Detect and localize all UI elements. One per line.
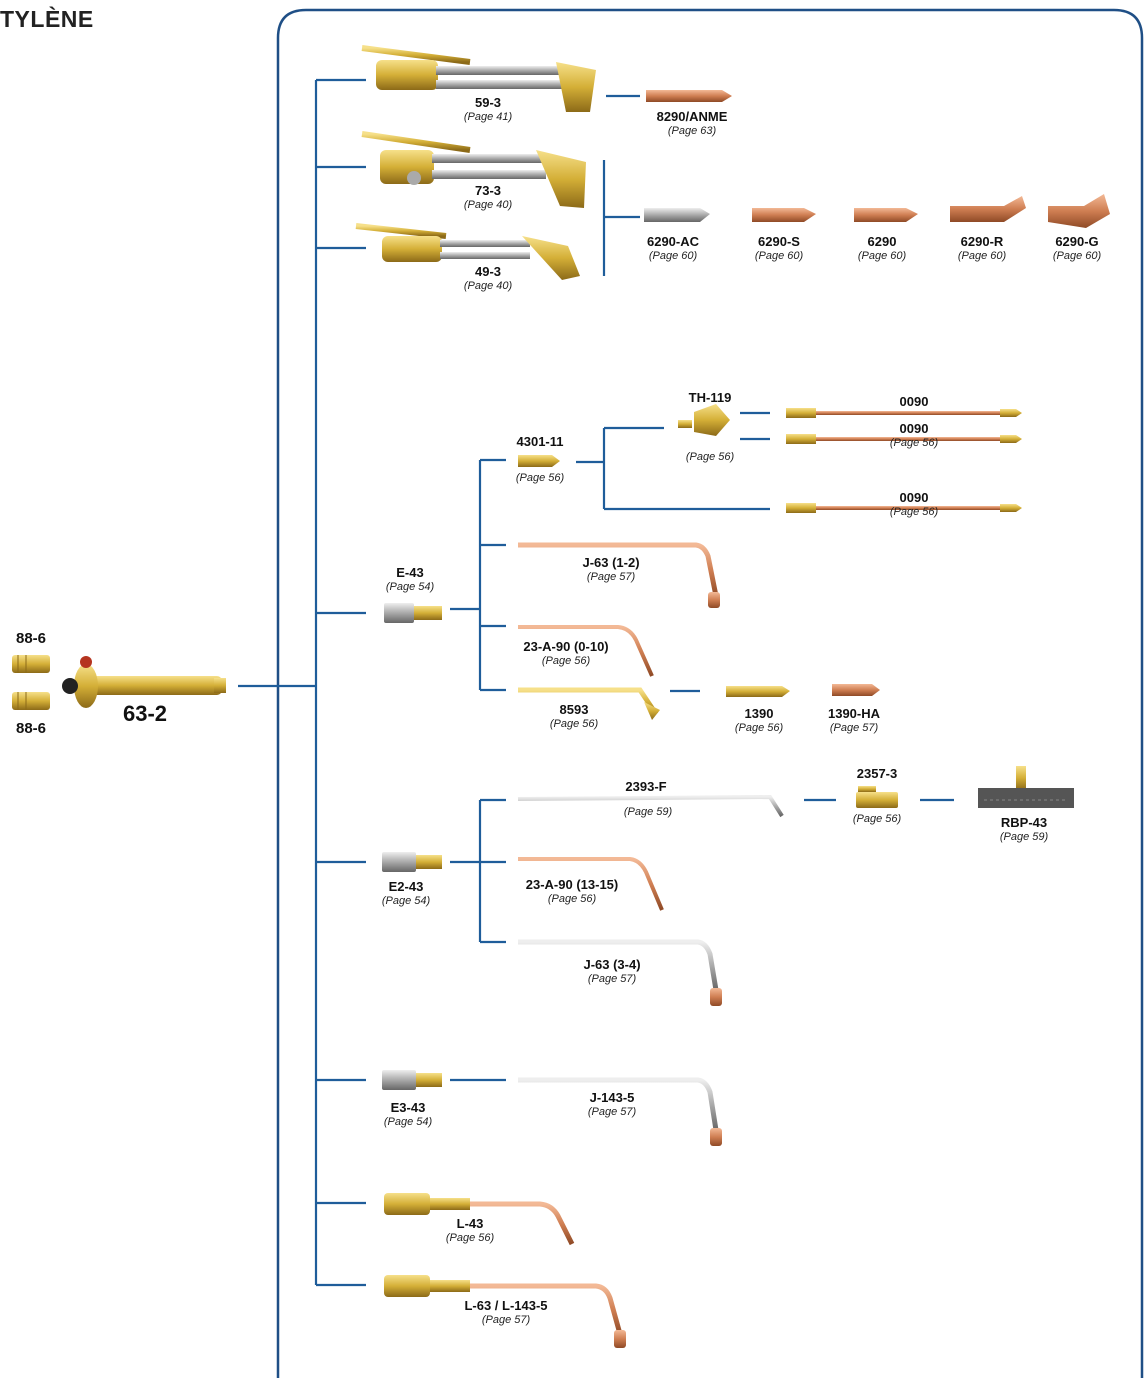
tip-l-43-image <box>384 1193 575 1246</box>
tip-6290-image <box>854 208 918 222</box>
label-6290-s: 6290-S(Page 60) <box>754 234 804 262</box>
label-0090-1: 0090 <box>899 394 929 409</box>
label-4301-11: 4301-11 <box>516 434 564 449</box>
label-0090-3: 0090(Page 56) <box>889 490 939 518</box>
manifold-th-119-image <box>678 404 730 436</box>
check-valve-88-6-bottom-image <box>12 692 50 710</box>
tube-0090-1-image <box>786 408 1022 418</box>
tip-j-143-5-image <box>518 1077 722 1146</box>
tube-0090-3-image <box>786 503 1022 513</box>
cutting-attachment-73-3-image <box>361 131 586 208</box>
label-6290-g: 6290-G(Page 60) <box>1052 234 1102 262</box>
label-6290-ac: 6290-AC(Page 60) <box>646 234 700 262</box>
mixer-e2-43-image <box>382 852 442 872</box>
label-2393-f: 2393-F <box>625 779 667 794</box>
label-j-63-1-2: J-63 (1-2)(Page 57) <box>582 555 640 583</box>
adapter-2357-3-image <box>856 786 898 808</box>
label-59-3: 59-3(Page 41) <box>463 95 513 123</box>
label-88-6-top: 88-6 <box>15 630 47 647</box>
label-j-63-3-4: J-63 (3-4)(Page 57) <box>583 957 641 985</box>
tip-6290-g-image <box>1048 194 1110 228</box>
tip-8290-anme-image <box>646 90 732 102</box>
tip-6290-ac-image <box>644 208 710 222</box>
label-8290-anme: 8290/ANME(Page 63) <box>656 109 728 137</box>
tip-23-a-90-0-10-image <box>518 625 654 677</box>
label-8593: 8593(Page 56) <box>549 702 599 730</box>
check-valve-88-6-top-image <box>12 655 50 673</box>
label-0090-2: 0090(Page 56) <box>889 421 939 449</box>
connector-lines <box>238 78 954 1287</box>
cutting-attachment-59-3-image <box>361 45 596 112</box>
label-l-43: L-43(Page 56) <box>445 1216 495 1244</box>
label-1390: 1390(Page 56) <box>734 706 784 734</box>
label-23-a-90-0-10: 23-A-90 (0-10)(Page 56) <box>523 639 609 667</box>
tube-0090-2-image <box>786 434 1022 444</box>
tip-1390-image <box>726 686 790 697</box>
label-th-119-page: (Page 56) <box>685 451 735 463</box>
tip-8593-image <box>518 687 660 720</box>
label-l-63-l-143-5: L-63 / L-143-5(Page 57) <box>464 1298 548 1326</box>
label-e2-43: E2-43(Page 54) <box>381 879 431 907</box>
tip-6290-s-image <box>752 208 816 222</box>
mixer-e3-43-image <box>382 1070 442 1090</box>
label-88-6-bottom: 88-6 <box>15 720 47 737</box>
label-2357-3-page: (Page 56) <box>852 813 902 825</box>
label-1390-ha: 1390-HA(Page 57) <box>827 706 881 734</box>
label-th-119: TH-119 <box>688 390 732 405</box>
label-rbp-43: RBP-43(Page 59) <box>999 815 1049 843</box>
label-j-143-5: J-143-5(Page 57) <box>587 1090 637 1118</box>
label-49-3: 49-3(Page 40) <box>463 264 513 292</box>
label-63-2: 63-2 <box>122 701 168 726</box>
cutting-attachment-49-3-image <box>355 223 580 280</box>
label-2393-f-page: (Page 59) <box>623 806 673 818</box>
label-2357-3: 2357-3 <box>856 766 898 781</box>
burner-rbp-43-image <box>978 766 1074 808</box>
label-6290: 6290(Page 60) <box>857 234 907 262</box>
mixer-e-43-image <box>384 603 442 623</box>
frame-border <box>276 8 1144 1378</box>
label-6290-r: 6290-R(Page 60) <box>957 234 1007 262</box>
tip-j-63-1-2-image <box>518 542 720 608</box>
section-header: TYLÈNE <box>0 6 94 32</box>
rod-2393-f-image <box>517 794 784 818</box>
handle-63-2-image <box>62 656 226 708</box>
tip-l-63-l-143-5-image <box>384 1275 626 1348</box>
tip-1390-ha-image <box>832 684 880 696</box>
tip-6290-r-image <box>950 196 1026 222</box>
adapter-4301-11-image <box>518 455 560 467</box>
label-23-a-90-13-15: 23-A-90 (13-15)(Page 56) <box>525 877 619 905</box>
label-73-3: 73-3(Page 40) <box>463 183 513 211</box>
tip-23-a-90-13-15-image <box>518 857 664 911</box>
tip-j-63-3-4-image <box>518 939 722 1006</box>
label-e3-43: E3-43(Page 54) <box>383 1100 433 1128</box>
label-4301-11-page: (Page 56) <box>515 472 565 484</box>
label-e-43: E-43(Page 54) <box>385 565 435 593</box>
